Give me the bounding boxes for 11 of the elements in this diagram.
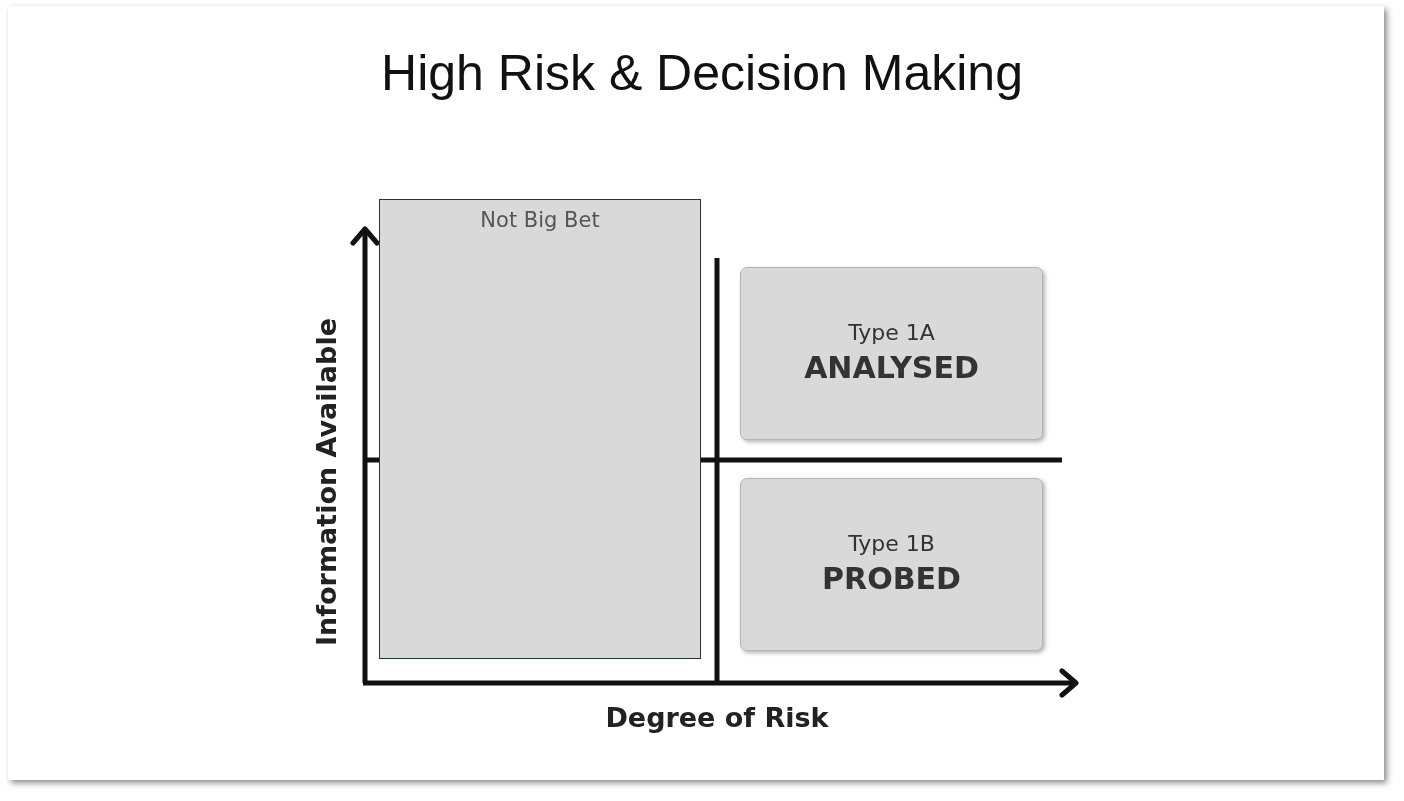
category-label: ANALYSED	[804, 349, 979, 388]
slide-title: High Risk & Decision Making	[380, 44, 1024, 102]
quadrant-box	[740, 478, 1043, 651]
category-label: PROBED	[822, 560, 961, 599]
quadrant-box	[740, 267, 1043, 440]
box-heading: Not Big Bet	[480, 207, 600, 234]
type-label: Type 1A	[848, 319, 935, 348]
type-label: Type 1B	[848, 530, 935, 559]
axis-label: Information Available	[310, 318, 342, 646]
axis-label: Degree of Risk	[605, 701, 829, 733]
category-box	[379, 199, 701, 659]
